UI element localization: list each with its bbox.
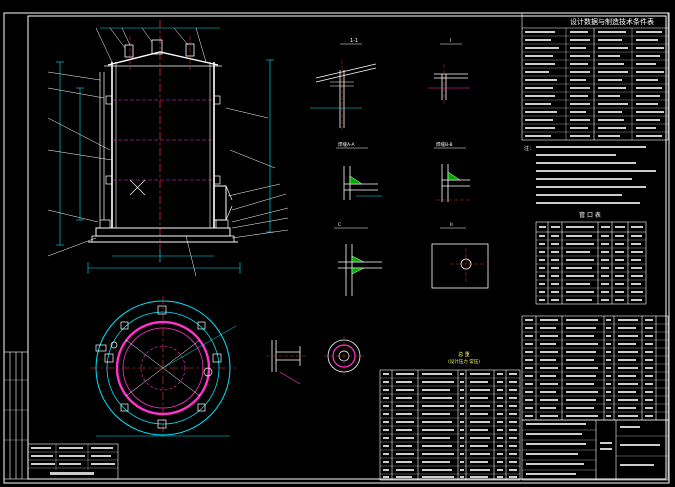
design-spec-cells [525,31,664,137]
svg-text:焊缝B-B: 焊缝B-B [436,141,453,148]
elevation-dimensions [56,27,274,274]
roof-cone [107,51,219,66]
inner-frame [27,15,667,480]
detail-label-1-1: 1-1 [350,38,358,44]
bom-caption: 总 重 (设计压力 常压) [448,351,480,365]
nozzle-table: 管 口 表 [535,211,647,305]
design-spec-table: 设计数据与制造技术条件表 [521,12,669,141]
title-block-cells [526,423,660,475]
top-nozzle-2 [151,39,163,55]
svg-text:II: II [450,222,453,228]
detail-lug: II [431,222,489,289]
detail-top-flange: 1-1 [310,38,377,130]
bom-table-right-rows [522,323,668,413]
notes-header: 注： [524,145,534,152]
plan-view [90,296,237,440]
detail-weld-a: 焊缝A-A [336,141,382,200]
revision-block-cells [31,447,115,475]
detail-nozzle-side [266,340,306,385]
vessel-elevation [88,20,238,262]
title-block [521,419,669,481]
svg-text:总 重: 总 重 [458,351,470,358]
technical-notes: 注： [524,145,656,204]
detail-corner: I [428,38,470,104]
outer-frame [3,12,670,484]
svg-text:焊缝A-A: 焊缝A-A [338,141,356,148]
leader-lines [47,27,289,277]
detail-c: C [334,222,382,296]
nozzle-table-title: 管 口 表 [579,211,601,219]
svg-text:C: C [338,222,341,228]
detail-nozzle-end [324,336,364,376]
svg-text:(设计压力 常压): (设计压力 常压) [448,358,480,365]
bom-table-center-cells [383,373,517,478]
bom-table-center-rows [380,377,520,475]
detail-label-I: I [450,38,451,44]
revision-block [3,351,119,480]
design-spec-title: 设计数据与制造技术条件表 [570,17,654,26]
bom-table-right-cells [525,319,653,417]
top-nozzle-1 [124,44,134,58]
detail-weld-b: 焊缝B-B [434,141,470,202]
bom-table-center [379,369,521,481]
nozzle-table-cells [539,226,643,301]
